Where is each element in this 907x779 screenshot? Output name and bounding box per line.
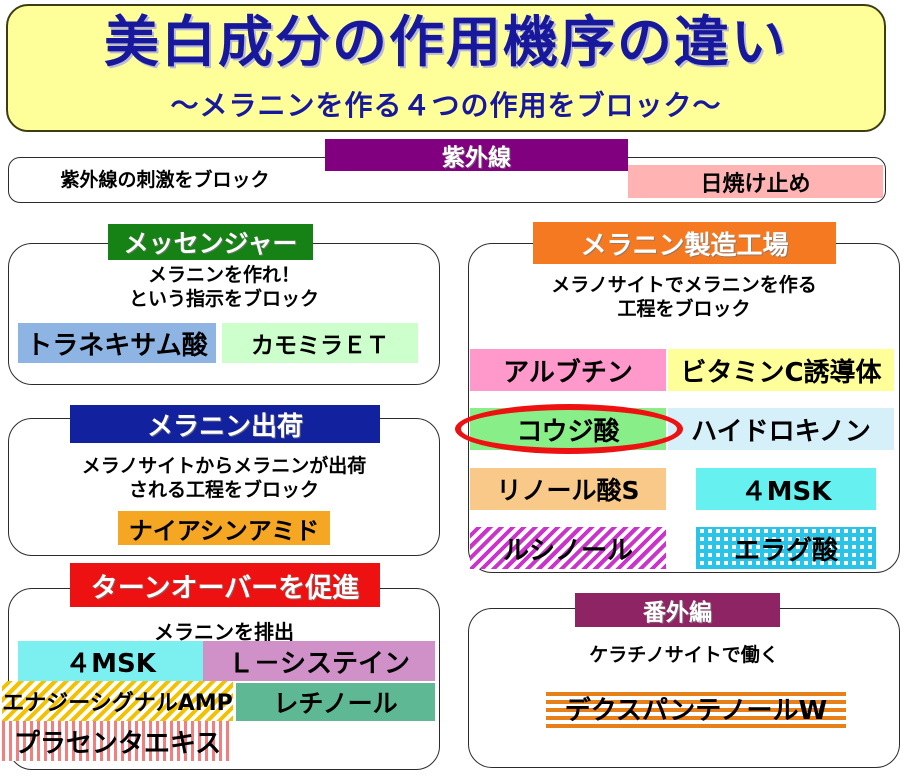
- section-header-uv-label: 紫外線: [442, 145, 511, 171]
- section-header-bonus: 番外編: [575, 593, 780, 627]
- ingredient-label: ４MSK: [740, 476, 832, 507]
- bonus-description-line1: ケラチノサイトで働く: [589, 644, 779, 666]
- ingredient-label: ハイドロキノン: [691, 416, 871, 447]
- ingredient-vitamin-c-derivative: ビタミンC誘導体: [668, 349, 894, 391]
- ingredient-label: Ｌ－システイン: [227, 648, 410, 679]
- ingredient-4msk-factory: ４MSK: [696, 468, 876, 510]
- page-title: 美白成分の作用機序の違い: [103, 10, 788, 74]
- melanin-shipping-description: メラノサイトからメラニンが出荷 される工程をブロック: [8, 455, 440, 503]
- ingredient-label: 日焼け止め: [700, 171, 811, 197]
- melanin-factory-description-line2: 工程をブロック: [617, 297, 751, 320]
- ingredient-rucinol: ルシノール: [470, 527, 666, 569]
- page-subtitle: 〜メラニンを作る４つの作用をブロック〜: [170, 89, 722, 122]
- ingredient-label: トラネキサム酸: [26, 330, 208, 361]
- uv-description-text: 紫外線の刺激をブロック: [60, 169, 270, 191]
- uv-description: 紫外線の刺激をブロック: [0, 169, 330, 193]
- ingredient-energy-signal-amp: エナジーシグナルAMP: [2, 681, 233, 721]
- section-header-melanin-shipping-label: メラニン出荷: [146, 411, 303, 442]
- section-header-melanin-shipping: メラニン出荷: [70, 405, 380, 443]
- messenger-description-line2: という指示をブロック: [128, 287, 319, 310]
- messenger-description-line1: メラニンを作れ！: [147, 264, 300, 286]
- ingredient-label: コウジ酸: [516, 416, 620, 447]
- ingredient-dexpanthenol-w: デクスパンテノールW: [546, 688, 846, 728]
- section-header-bonus-label: 番外編: [643, 600, 712, 626]
- melanin-shipping-description-line1: メラノサイトからメラニンが出荷: [81, 455, 367, 477]
- ingredient-label: ４MSK: [65, 648, 156, 679]
- ingredient-label: ルシノール: [502, 535, 633, 566]
- ingredient-ellagic-acid: エラグ酸: [696, 527, 876, 569]
- ingredient-label: ナイアシンアミド: [128, 516, 320, 545]
- ingredient-4msk-turnover: ４MSK: [18, 641, 203, 681]
- ingredient-label: ビタミンC誘導体: [680, 357, 882, 388]
- ingredient-label: アルブチン: [503, 357, 633, 388]
- section-header-messenger: メッセンジャー: [108, 224, 313, 260]
- ingredient-kojic-acid: コウジ酸: [470, 408, 666, 450]
- section-header-turnover-label: ターンオーバーを促進: [90, 572, 360, 604]
- messenger-description: メラニンを作れ！ という指示をブロック: [8, 264, 440, 312]
- ingredient-sunscreen: 日焼け止め: [628, 165, 883, 198]
- melanin-factory-description: メラノサイトでメラニンを作る 工程をブロック: [468, 274, 900, 322]
- melanin-factory-description-line1: メラノサイトでメラニンを作る: [551, 274, 817, 296]
- ingredient-label: カモミラＥＴ: [251, 333, 389, 359]
- ingredient-retinol: レチノール: [236, 683, 435, 721]
- section-header-messenger-label: メッセンジャー: [123, 229, 298, 258]
- bonus-description: ケラチノサイトで働く: [468, 644, 900, 668]
- ingredient-placenta-extract: プラセンタエキス: [2, 721, 233, 761]
- ingredient-label: エラグ酸: [733, 535, 838, 566]
- section-header-melanin-factory: メラニン製造工場: [533, 222, 836, 264]
- ingredient-arbutin: アルブチン: [470, 349, 666, 391]
- ingredient-label: デクスパンテノールW: [564, 695, 828, 726]
- section-header-turnover: ターンオーバーを促進: [70, 563, 380, 607]
- ingredient-tranexamic-acid: トラネキサム酸: [18, 323, 216, 363]
- ingredient-label: エナジーシグナルAMP: [2, 691, 233, 716]
- turnover-description-line1: メラニンを排出: [154, 620, 294, 644]
- ingredient-hydroquinone: ハイドロキノン: [668, 408, 894, 450]
- ingredient-label: プラセンタエキス: [13, 728, 222, 759]
- ingredient-linoleic-acid-s: リノール酸S: [470, 468, 666, 510]
- ingredient-label: リノール酸S: [496, 476, 640, 505]
- ingredient-niacinamide: ナイアシンアミド: [118, 511, 330, 545]
- section-header-melanin-factory-label: メラニン製造工場: [580, 230, 789, 261]
- section-header-uv: 紫外線: [325, 139, 628, 171]
- ingredient-label: レチノール: [273, 689, 398, 718]
- ingredient-l-cysteine: Ｌ－システイン: [203, 641, 435, 681]
- title-banner: 美白成分の作用機序の違い 〜メラニンを作る４つの作用をブロック〜: [6, 4, 886, 132]
- melanin-shipping-description-line2: される工程をブロック: [128, 478, 319, 501]
- ingredient-chamomile-et: カモミラＥＴ: [222, 323, 418, 363]
- turnover-description: メラニンを排出: [8, 620, 440, 645]
